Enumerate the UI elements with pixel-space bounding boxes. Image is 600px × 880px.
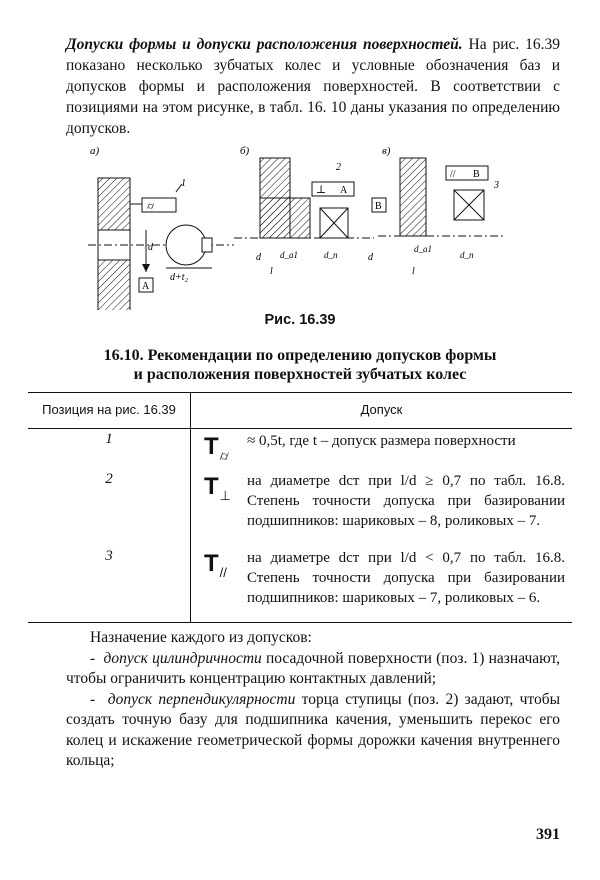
paragraph-3: - допуск перпендикулярности торца ступиц…	[66, 690, 560, 770]
callout-3: 3	[493, 180, 499, 191]
intro-lead: Допуски формы и допуски расположения пов…	[66, 36, 463, 53]
dim-b-dp: d_п	[324, 250, 338, 260]
page-number: 391	[536, 826, 560, 843]
body-text: Назначение каждого из допусков: - допуск…	[66, 628, 560, 772]
row-3-symbol: T//	[204, 550, 227, 580]
par-symbol: //	[450, 169, 456, 180]
row-3-position: 3	[105, 548, 113, 564]
dim-c-l: l	[412, 266, 415, 277]
perp-symbol: ⊥	[316, 184, 326, 196]
label-b: б)	[240, 145, 250, 157]
table-title-line2: и расположения поверхностей зубчатых кол…	[133, 366, 467, 383]
row-2-position: 2	[105, 471, 113, 487]
datum-c1: B	[473, 169, 480, 180]
dim-c-dp: d_п	[460, 250, 474, 260]
header-tolerance: Допуск	[360, 402, 403, 417]
figure-a: а) ⌭ 1 A d d+t₂	[88, 145, 234, 310]
row-1-position: 1	[105, 431, 113, 447]
table-title-line1: 16.10. Рекомендации по определению допус…	[103, 347, 497, 364]
dim-b-d: d	[256, 252, 262, 263]
cyl-symbol: ⌭	[147, 201, 155, 212]
figure-b: б) ⊥ A 2 d l d_a1 d_п	[234, 145, 374, 277]
tolerance-table: Позиция на рис. 16.39 Допуск 1 T⌭ ≈ 0,5t…	[28, 392, 572, 623]
dim-c-d: d	[368, 252, 374, 263]
figure-16-39: а) ⌭ 1 A d d+t₂ б) ⊥ A 2 d l d_a1 d_п	[88, 145, 504, 310]
callout-1: 1	[181, 178, 186, 189]
dim-a-d: d	[148, 242, 154, 253]
row-1-text: ≈ 0,5t, где t – допуск размера поверхнос…	[247, 433, 516, 449]
paragraph-2: - допуск цилиндричности посадочной повер…	[66, 649, 560, 688]
dim-b-l: l	[270, 266, 273, 277]
row-2-text: на диаметре dст при l/d ≥ 0,7 по табл. 1…	[247, 473, 565, 529]
row-1-symbol: T⌭	[204, 433, 229, 463]
intro-text: На рис. 16.39 показано несколько зубчаты…	[66, 36, 561, 137]
datum-b: A	[340, 185, 348, 196]
dim-b-da1: d_a1	[280, 250, 298, 260]
dim-c-da1: d_a1	[414, 244, 432, 254]
intro-paragraph: Допуски формы и допуски расположения пов…	[66, 34, 560, 139]
table-header-rule	[28, 428, 572, 429]
figure-c: в) // B 3 B d l d_a1 d_п	[368, 145, 504, 277]
label-c: в)	[382, 145, 391, 157]
datum-c2: B	[375, 201, 382, 212]
row-3-text: на диаметре dст при l/d < 0,7 по табл. 1…	[247, 550, 565, 606]
table-divider	[190, 393, 191, 622]
table-title: 16.10. Рекомендации по определению допус…	[0, 346, 600, 384]
header-position: Позиция на рис. 16.39	[42, 402, 176, 417]
dim-a-dt2: d+t₂	[170, 272, 189, 283]
callout-2: 2	[336, 162, 341, 173]
row-2-symbol: T⊥	[204, 473, 231, 503]
paragraph-1: Назначение каждого из допусков:	[90, 629, 312, 646]
datum-a1: A	[142, 281, 150, 292]
label-a: а)	[90, 145, 100, 157]
figure-caption: Рис. 16.39	[264, 312, 336, 328]
